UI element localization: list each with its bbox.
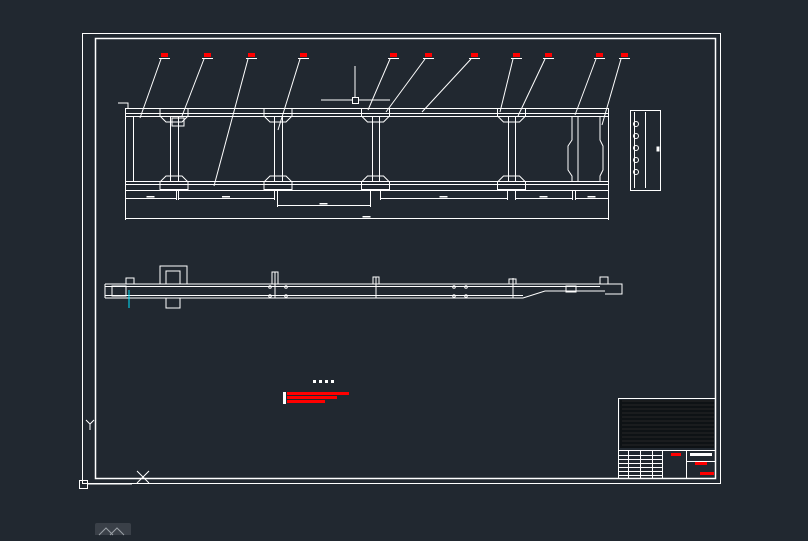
bracket xyxy=(171,117,185,127)
label-tick xyxy=(118,102,129,108)
callout-number xyxy=(300,53,307,57)
callout-leader xyxy=(139,58,162,119)
drawing-border xyxy=(82,33,721,484)
callout-leader xyxy=(574,58,597,116)
company-name xyxy=(695,462,707,465)
callout-leader xyxy=(277,58,301,131)
gusset-plate xyxy=(497,115,526,183)
dimension-value xyxy=(222,196,230,198)
callout-number xyxy=(513,53,520,57)
part-callouts xyxy=(139,53,630,187)
callout-leader xyxy=(213,58,249,187)
title-block xyxy=(618,398,716,479)
callout-number xyxy=(621,53,628,57)
mount-bracket xyxy=(497,108,526,117)
title-text xyxy=(690,453,712,456)
frame-side-view xyxy=(104,265,623,309)
gusset-plate xyxy=(159,115,189,183)
callout-number xyxy=(390,53,397,57)
dimension-value xyxy=(587,196,596,198)
drawing-name xyxy=(671,453,681,456)
ucs-axis-icon xyxy=(79,419,150,489)
end-view xyxy=(630,110,661,191)
mount-bracket xyxy=(361,108,390,117)
dimension-value xyxy=(146,196,155,198)
callout-leader xyxy=(367,58,391,111)
mount-bracket xyxy=(263,181,293,190)
callout-number xyxy=(471,53,478,57)
frame-top-view xyxy=(118,102,609,191)
cross-member xyxy=(567,116,579,182)
callout-number xyxy=(161,53,168,57)
callout-number xyxy=(204,53,211,57)
dimension-value xyxy=(439,196,448,198)
dimension-value xyxy=(319,203,328,205)
navigation-bar-icon[interactable] xyxy=(95,523,131,536)
gusset-plate xyxy=(263,115,293,183)
crosshair-cursor-icon xyxy=(321,66,390,104)
mount-bracket xyxy=(361,181,390,190)
callout-leader xyxy=(181,58,205,117)
callout-leader xyxy=(601,58,622,126)
callout-number xyxy=(248,53,255,57)
callout-number xyxy=(425,53,432,57)
mount-bracket xyxy=(159,181,189,190)
callout-leader xyxy=(517,58,546,117)
cross-member xyxy=(599,116,604,182)
callout-leader xyxy=(499,58,514,113)
callout-leader xyxy=(421,58,472,113)
callout-leader xyxy=(385,58,426,113)
drawing-number xyxy=(700,472,714,475)
technical-notes xyxy=(283,380,349,404)
dimension-value xyxy=(362,216,371,218)
parts-list xyxy=(620,400,714,448)
gusset-plate xyxy=(361,115,390,183)
mount-bracket xyxy=(497,181,526,190)
callout-number xyxy=(596,53,603,57)
mount-bracket xyxy=(263,108,293,117)
dimension-lines xyxy=(125,190,609,220)
mount-bracket xyxy=(159,108,189,117)
dimension-value xyxy=(539,196,548,198)
callout-number xyxy=(545,53,552,57)
